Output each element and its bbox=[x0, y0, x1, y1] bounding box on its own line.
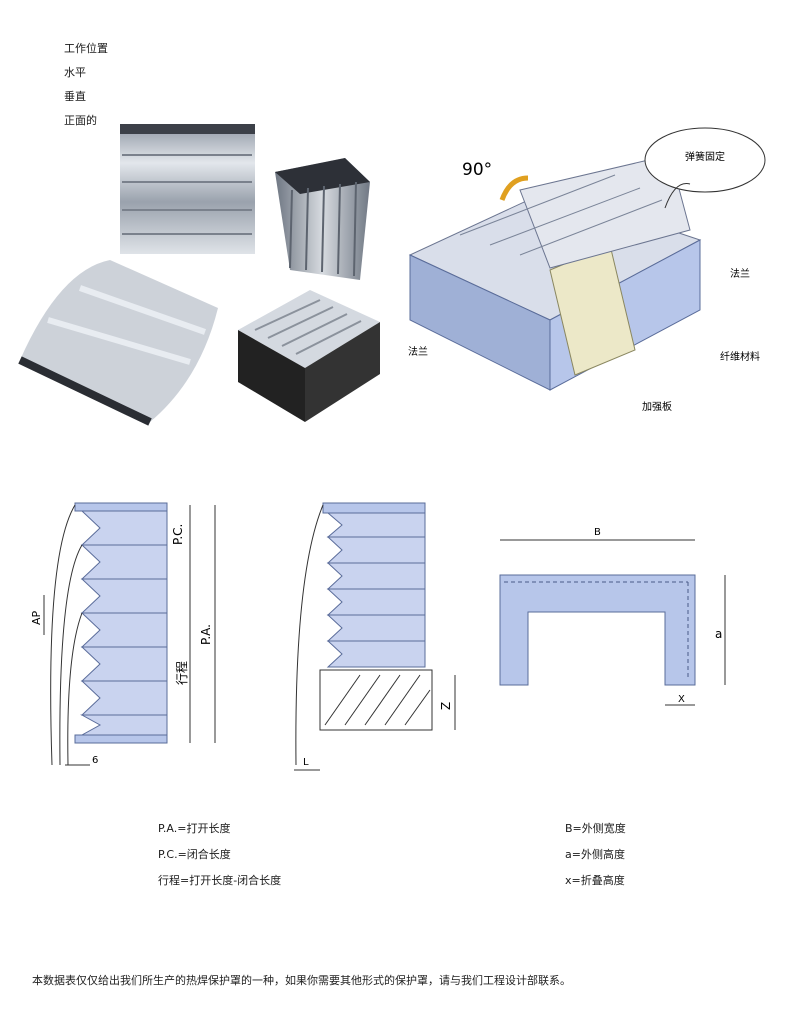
bellows-top-plate bbox=[74, 502, 168, 512]
label-fiber-material: 纤维材料 bbox=[720, 350, 760, 363]
stroke-label: 行程 bbox=[174, 661, 189, 685]
section-fold-line bbox=[504, 581, 689, 680]
cover-assembly bbox=[408, 154, 702, 391]
pc-label: P.C. bbox=[171, 524, 185, 545]
bellows-dimension-lines bbox=[43, 505, 216, 766]
ap-label: AP bbox=[30, 610, 43, 625]
label-flange-right: 法兰 bbox=[730, 267, 750, 280]
section-dimension-lines bbox=[500, 539, 726, 706]
legend-x: x=折叠高度 bbox=[565, 874, 625, 887]
legend-pc: P.C.=闭合长度 bbox=[158, 848, 231, 861]
bellows-bottom-plate bbox=[74, 734, 168, 744]
legend-right: B=外侧宽度 a=外侧高度 x=折叠高度 bbox=[565, 816, 626, 894]
pa-label: P.A. bbox=[199, 624, 213, 645]
bellows-fold-curves bbox=[50, 504, 83, 766]
legend-left: P.A.=打开长度 P.C.=闭合长度 行程=打开长度-闭合长度 bbox=[158, 816, 281, 894]
six-label: 6 bbox=[92, 755, 98, 766]
b-label: B bbox=[594, 527, 601, 538]
side-elevation-diagram: Z L bbox=[294, 502, 456, 771]
section-shape bbox=[499, 574, 696, 686]
position-horizontal: 水平 bbox=[64, 66, 86, 79]
position-vertical: 垂直 bbox=[64, 90, 86, 103]
side-base bbox=[319, 669, 433, 731]
label-flange-left: 法兰 bbox=[408, 345, 428, 358]
z-label: Z bbox=[439, 702, 453, 710]
legend-b: B=外侧宽度 bbox=[565, 822, 626, 835]
l-label: L bbox=[303, 757, 309, 768]
working-position-title: 工作位置 bbox=[64, 42, 108, 55]
callout-spring-fix: 弹簧固定 bbox=[685, 150, 725, 163]
callout-bubble bbox=[644, 127, 766, 209]
rotate-arrow-icon bbox=[499, 175, 529, 201]
label-stiffener-plate: 加强板 bbox=[642, 400, 672, 413]
position-front: 正面的 bbox=[64, 114, 97, 127]
side-dimension-lines bbox=[294, 504, 456, 771]
legend-a: a=外侧高度 bbox=[565, 848, 625, 861]
curved-cover-photo bbox=[18, 260, 218, 426]
working-position-list: 工作位置 水平 垂直 正面的 bbox=[64, 40, 108, 136]
a-label: a bbox=[715, 627, 722, 641]
assembly-diagram: 弹簧固定 90° 法兰 法兰 纤维材料 加强板 bbox=[408, 127, 766, 413]
bellows-folds bbox=[80, 510, 168, 736]
horizontal-cover-photo bbox=[120, 124, 255, 254]
vertical-cover-photo bbox=[275, 158, 370, 280]
cross-section-diagram: B a X bbox=[499, 527, 726, 706]
side-folds bbox=[326, 512, 426, 668]
bellows-dimension-diagram: P.C. P.A. AP 行程 6 bbox=[30, 502, 216, 766]
front-cover-photo bbox=[238, 290, 380, 422]
x-label: X bbox=[678, 694, 685, 705]
product-photos bbox=[18, 124, 380, 426]
legend-stroke: 行程=打开长度-闭合长度 bbox=[158, 874, 282, 887]
footer-note: 本数据表仅仅给出我们所生产的热焊保护罩的一种，如果你需要其他形式的保护罩，请与我… bbox=[32, 974, 571, 987]
side-top-plate bbox=[322, 502, 426, 514]
angle-label: 90° bbox=[462, 160, 492, 180]
side-hatching bbox=[324, 674, 431, 726]
legend-pa: P.A.=打开长度 bbox=[158, 822, 231, 835]
